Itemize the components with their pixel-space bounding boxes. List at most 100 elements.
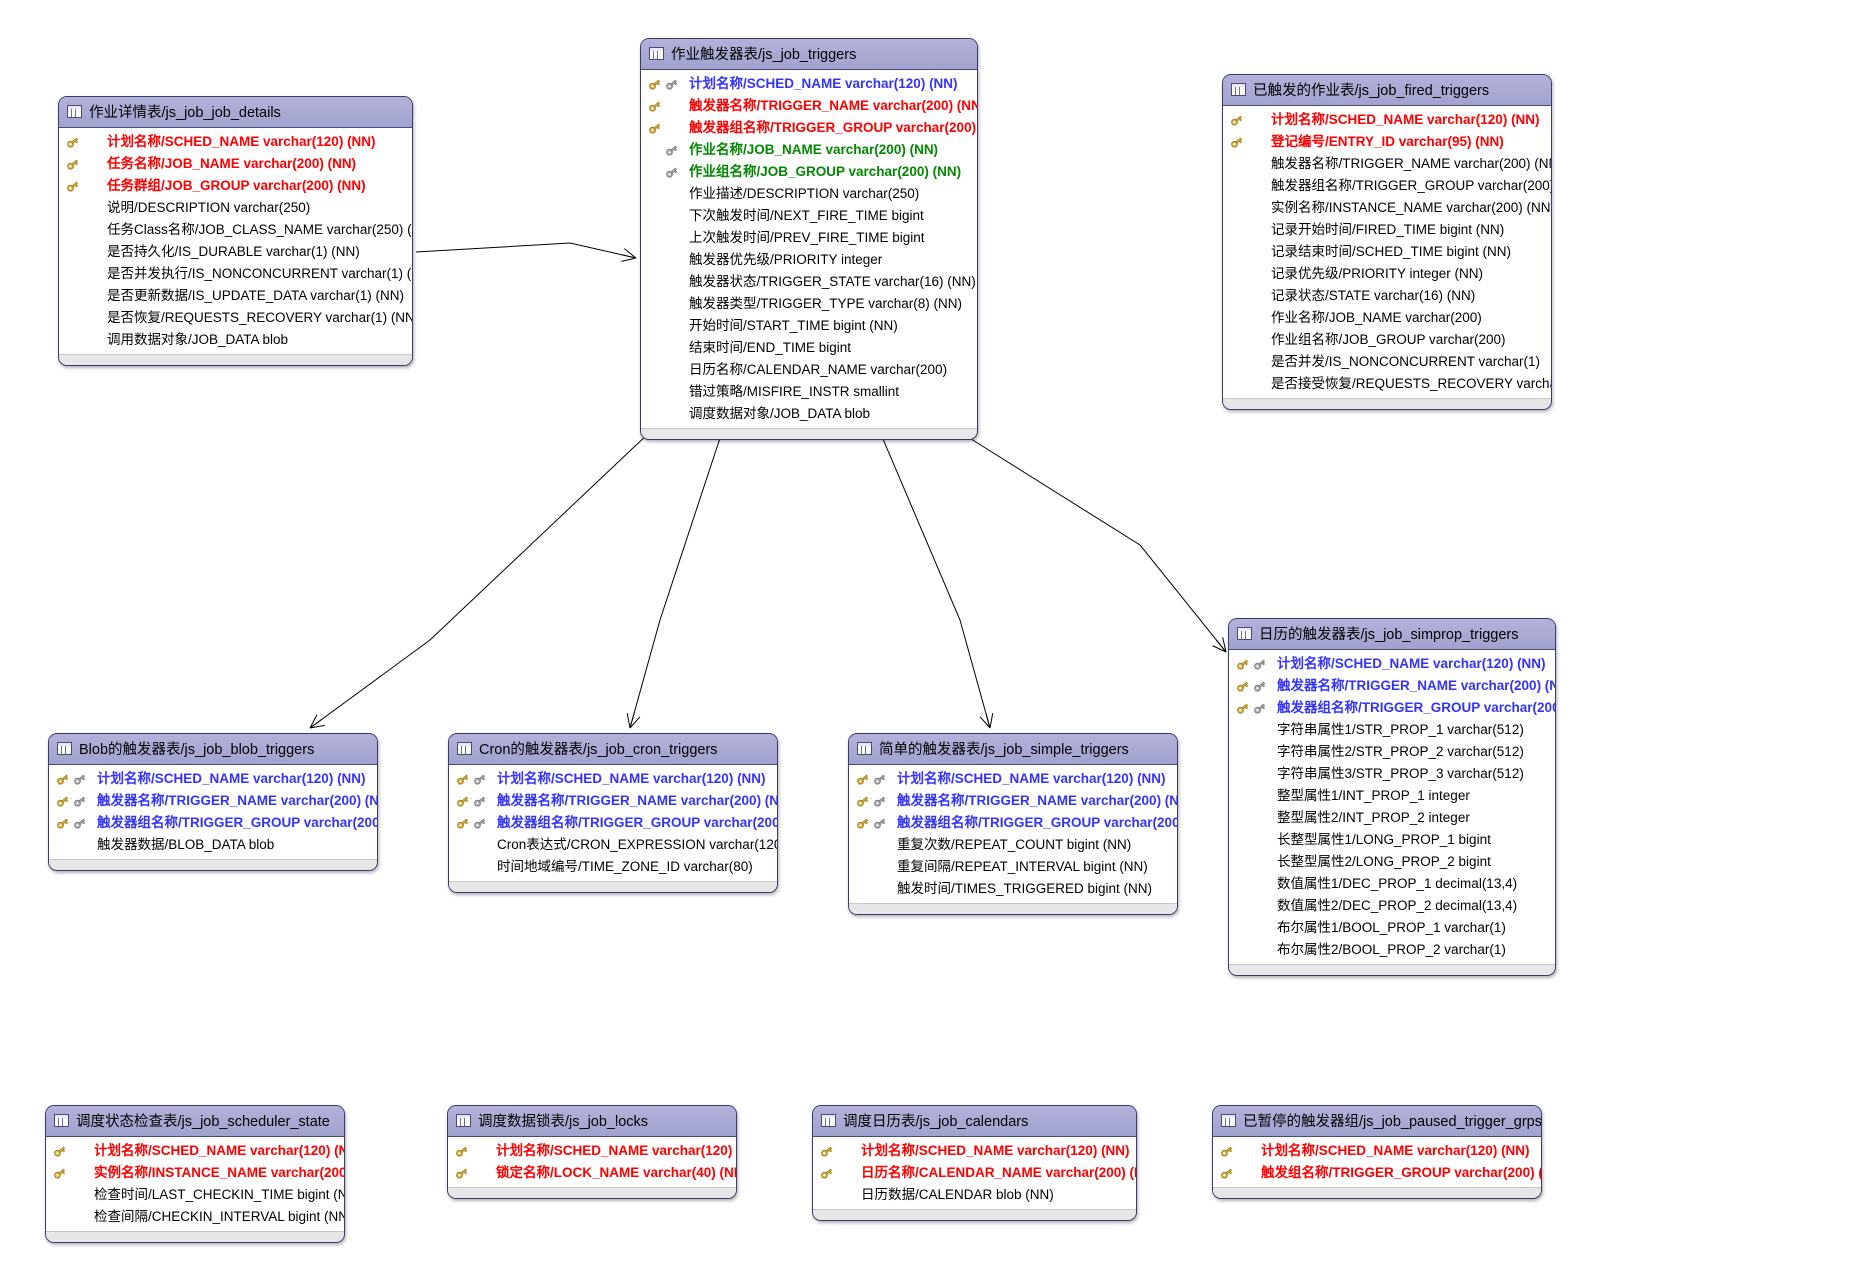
attribute-row[interactable]: 是否并发执行/IS_NONCONCURRENT varchar(1) (NN) [59, 263, 412, 285]
relationship-line-rel-details-triggers[interactable] [415, 242, 637, 259]
entity-calendars[interactable]: 调度日历表/js_job_calendars 计划名称/SCHED_NAME va… [812, 1105, 1137, 1221]
attribute-row[interactable]: 是否恢复/REQUESTS_RECOVERY varchar(1) (NN) [59, 307, 412, 329]
entity-header-scheduler_state[interactable]: 调度状态检查表/js_job_scheduler_state [46, 1106, 344, 1137]
attribute-row[interactable]: 说明/DESCRIPTION varchar(250) [59, 197, 412, 219]
attribute-row[interactable]: 触发器组名称/TRIGGER_GROUP varchar(200) (NN) [1229, 697, 1555, 719]
attribute-row[interactable]: 是否并发/IS_NONCONCURRENT varchar(1) [1223, 351, 1551, 373]
attribute-row[interactable]: 任务Class名称/JOB_CLASS_NAME varchar(250) (N… [59, 219, 412, 241]
attribute-row[interactable]: 日历名称/CALENDAR_NAME varchar(200) [641, 359, 977, 381]
attribute-row[interactable]: 触发器名称/TRIGGER_NAME varchar(200) (NN) [1223, 153, 1551, 175]
entity-scheduler_state[interactable]: 调度状态检查表/js_job_scheduler_state 计划名称/SCHED… [45, 1105, 345, 1243]
entity-cron_triggers[interactable]: Cron的触发器表/js_job_cron_triggers 计划名称/SCHED… [448, 733, 778, 893]
entity-header-locks[interactable]: 调度数据锁表/js_job_locks [448, 1106, 736, 1137]
entity-header-job_triggers[interactable]: 作业触发器表/js_job_triggers [641, 39, 977, 70]
relationship-line-rel-triggers-cron[interactable] [629, 431, 723, 729]
entity-header-paused_trigger_grps[interactable]: 已暂停的触发器组/js_job_paused_trigger_grps [1213, 1106, 1541, 1137]
attribute-row[interactable]: 检查时间/LAST_CHECKIN_TIME bigint (NN) [46, 1184, 344, 1206]
attribute-row[interactable]: 触发器名称/TRIGGER_NAME varchar(200) (NN) [849, 790, 1177, 812]
attribute-row[interactable]: 作业名称/JOB_NAME varchar(200) (NN) [641, 139, 977, 161]
attribute-row[interactable]: 检查间隔/CHECKIN_INTERVAL bigint (NN) [46, 1206, 344, 1228]
attribute-row[interactable]: 错过策略/MISFIRE_INSTR smallint [641, 381, 977, 403]
attribute-row[interactable]: 整型属性1/INT_PROP_1 integer [1229, 785, 1555, 807]
attribute-row[interactable]: 触发器名称/TRIGGER_NAME varchar(200) (NN) [49, 790, 377, 812]
attribute-row[interactable]: 触发器名称/TRIGGER_NAME varchar(200) (NN) [1229, 675, 1555, 697]
attribute-row[interactable]: 实例名称/INSTANCE_NAME varchar(200) (NN) [1223, 197, 1551, 219]
attribute-row[interactable]: 记录结束时间/SCHED_TIME bigint (NN) [1223, 241, 1551, 263]
attribute-row[interactable]: 日历数据/CALENDAR blob (NN) [813, 1184, 1136, 1206]
entity-locks[interactable]: 调度数据锁表/js_job_locks 计划名称/SCHED_NAME varch… [447, 1105, 737, 1199]
attribute-row[interactable]: 调用数据对象/JOB_DATA blob [59, 329, 412, 351]
attribute-row[interactable]: Cron表达式/CRON_EXPRESSION varchar(120) (NN… [449, 834, 777, 856]
attribute-row[interactable]: 触发器数据/BLOB_DATA blob [49, 834, 377, 856]
attribute-row[interactable]: 作业描述/DESCRIPTION varchar(250) [641, 183, 977, 205]
attribute-row[interactable]: 计划名称/SCHED_NAME varchar(120) (NN) [59, 131, 412, 153]
attribute-row[interactable]: 触发器状态/TRIGGER_STATE varchar(16) (NN) [641, 271, 977, 293]
attribute-row[interactable]: 是否持久化/IS_DURABLE varchar(1) (NN) [59, 241, 412, 263]
attribute-row[interactable]: 布尔属性2/BOOL_PROP_2 varchar(1) [1229, 939, 1555, 961]
attribute-row[interactable]: 计划名称/SCHED_NAME varchar(120) (NN) [449, 768, 777, 790]
attribute-row[interactable]: 字符串属性2/STR_PROP_2 varchar(512) [1229, 741, 1555, 763]
entity-job_triggers[interactable]: 作业触发器表/js_job_triggers 计划名称/SCHED_NAME va… [640, 38, 978, 440]
attribute-row[interactable]: 触发器组名称/TRIGGER_GROUP varchar(200) (NN) [449, 812, 777, 834]
attribute-row[interactable]: 重复次数/REPEAT_COUNT bigint (NN) [849, 834, 1177, 856]
attribute-row[interactable]: 开始时间/START_TIME bigint (NN) [641, 315, 977, 337]
attribute-row[interactable]: 触发器组名称/TRIGGER_GROUP varchar(200) (NN) [49, 812, 377, 834]
attribute-row[interactable]: 是否接受恢复/REQUESTS_RECOVERY varchar(1) [1223, 373, 1551, 395]
attribute-row[interactable]: 记录优先级/PRIORITY integer (NN) [1223, 263, 1551, 285]
entity-header-simprop_triggers[interactable]: 日历的触发器表/js_job_simprop_triggers [1229, 619, 1555, 650]
attribute-row[interactable]: 上次触发时间/PREV_FIRE_TIME bigint [641, 227, 977, 249]
attribute-row[interactable]: 触发组名称/TRIGGER_GROUP varchar(200) (NN) [1213, 1162, 1541, 1184]
attribute-row[interactable]: 长整型属性2/LONG_PROP_2 bigint [1229, 851, 1555, 873]
attribute-row[interactable]: 作业组名称/JOB_GROUP varchar(200) [1223, 329, 1551, 351]
attribute-row[interactable]: 结束时间/END_TIME bigint [641, 337, 977, 359]
attribute-row[interactable]: 任务名称/JOB_NAME varchar(200) (NN) [59, 153, 412, 175]
entity-fired_triggers[interactable]: 已触发的作业表/js_job_fired_triggers 计划名称/SCHED_… [1222, 74, 1552, 410]
relationship-line-rel-triggers-simple[interactable] [879, 431, 991, 729]
entity-header-cron_triggers[interactable]: Cron的触发器表/js_job_cron_triggers [449, 734, 777, 765]
relationship-line-rel-triggers-simprop[interactable] [959, 431, 1227, 653]
attribute-row[interactable]: 触发器组名称/TRIGGER_GROUP varchar(200) (NN) [1223, 175, 1551, 197]
attribute-row[interactable]: 作业名称/JOB_NAME varchar(200) [1223, 307, 1551, 329]
attribute-row[interactable]: 触发器类型/TRIGGER_TYPE varchar(8) (NN) [641, 293, 977, 315]
attribute-row[interactable]: 触发器组名称/TRIGGER_GROUP varchar(200) (NN) [849, 812, 1177, 834]
attribute-row[interactable]: 计划名称/SCHED_NAME varchar(120) (NN) [1223, 109, 1551, 131]
attribute-row[interactable]: 重复间隔/REPEAT_INTERVAL bigint (NN) [849, 856, 1177, 878]
attribute-row[interactable]: 计划名称/SCHED_NAME varchar(120) (NN) [1213, 1140, 1541, 1162]
attribute-row[interactable]: 日历名称/CALENDAR_NAME varchar(200) (NN) [813, 1162, 1136, 1184]
attribute-row[interactable]: 时间地域编号/TIME_ZONE_ID varchar(80) [449, 856, 777, 878]
attribute-row[interactable]: 记录状态/STATE varchar(16) (NN) [1223, 285, 1551, 307]
attribute-row[interactable]: 数值属性1/DEC_PROP_1 decimal(13,4) [1229, 873, 1555, 895]
attribute-row[interactable]: 计划名称/SCHED_NAME varchar(120) (NN) [813, 1140, 1136, 1162]
attribute-row[interactable]: 触发器名称/TRIGGER_NAME varchar(200) (NN) [449, 790, 777, 812]
entity-job_details[interactable]: 作业详情表/js_job_job_details 计划名称/SCHED_NAME … [58, 96, 413, 366]
attribute-row[interactable]: 触发器名称/TRIGGER_NAME varchar(200) (NN) [641, 95, 977, 117]
attribute-row[interactable]: 计划名称/SCHED_NAME varchar(120) (NN) [641, 73, 977, 95]
attribute-row[interactable]: 任务群组/JOB_GROUP varchar(200) (NN) [59, 175, 412, 197]
attribute-row[interactable]: 触发器组名称/TRIGGER_GROUP varchar(200) (NN) [641, 117, 977, 139]
attribute-row[interactable]: 整型属性2/INT_PROP_2 integer [1229, 807, 1555, 829]
attribute-row[interactable]: 登记编号/ENTRY_ID varchar(95) (NN) [1223, 131, 1551, 153]
attribute-row[interactable]: 计划名称/SCHED_NAME varchar(120) (NN) [448, 1140, 736, 1162]
attribute-row[interactable]: 计划名称/SCHED_NAME varchar(120) (NN) [46, 1140, 344, 1162]
entity-header-calendars[interactable]: 调度日历表/js_job_calendars [813, 1106, 1136, 1137]
attribute-row[interactable]: 长整型属性1/LONG_PROP_1 bigint [1229, 829, 1555, 851]
relationship-line-rel-triggers-blob[interactable] [309, 431, 651, 729]
attribute-row[interactable]: 记录开始时间/FIRED_TIME bigint (NN) [1223, 219, 1551, 241]
attribute-row[interactable]: 实例名称/INSTANCE_NAME varchar(200) (NN) [46, 1162, 344, 1184]
attribute-row[interactable]: 作业组名称/JOB_GROUP varchar(200) (NN) [641, 161, 977, 183]
entity-header-fired_triggers[interactable]: 已触发的作业表/js_job_fired_triggers [1223, 75, 1551, 106]
entity-paused_trigger_grps[interactable]: 已暂停的触发器组/js_job_paused_trigger_grps 计划名称/… [1212, 1105, 1542, 1199]
attribute-row[interactable]: 计划名称/SCHED_NAME varchar(120) (NN) [849, 768, 1177, 790]
attribute-row[interactable]: 触发时间/TIMES_TRIGGERED bigint (NN) [849, 878, 1177, 900]
entity-simprop_triggers[interactable]: 日历的触发器表/js_job_simprop_triggers 计划名称/SCHE… [1228, 618, 1556, 976]
attribute-row[interactable]: 下次触发时间/NEXT_FIRE_TIME bigint [641, 205, 977, 227]
attribute-row[interactable]: 字符串属性3/STR_PROP_3 varchar(512) [1229, 763, 1555, 785]
attribute-row[interactable]: 数值属性2/DEC_PROP_2 decimal(13,4) [1229, 895, 1555, 917]
attribute-row[interactable]: 锁定名称/LOCK_NAME varchar(40) (NN) [448, 1162, 736, 1184]
entity-header-blob_triggers[interactable]: Blob的触发器表/js_job_blob_triggers [49, 734, 377, 765]
entity-header-job_details[interactable]: 作业详情表/js_job_job_details [59, 97, 412, 128]
attribute-row[interactable]: 计划名称/SCHED_NAME varchar(120) (NN) [1229, 653, 1555, 675]
attribute-row[interactable]: 调度数据对象/JOB_DATA blob [641, 403, 977, 425]
attribute-row[interactable]: 布尔属性1/BOOL_PROP_1 varchar(1) [1229, 917, 1555, 939]
